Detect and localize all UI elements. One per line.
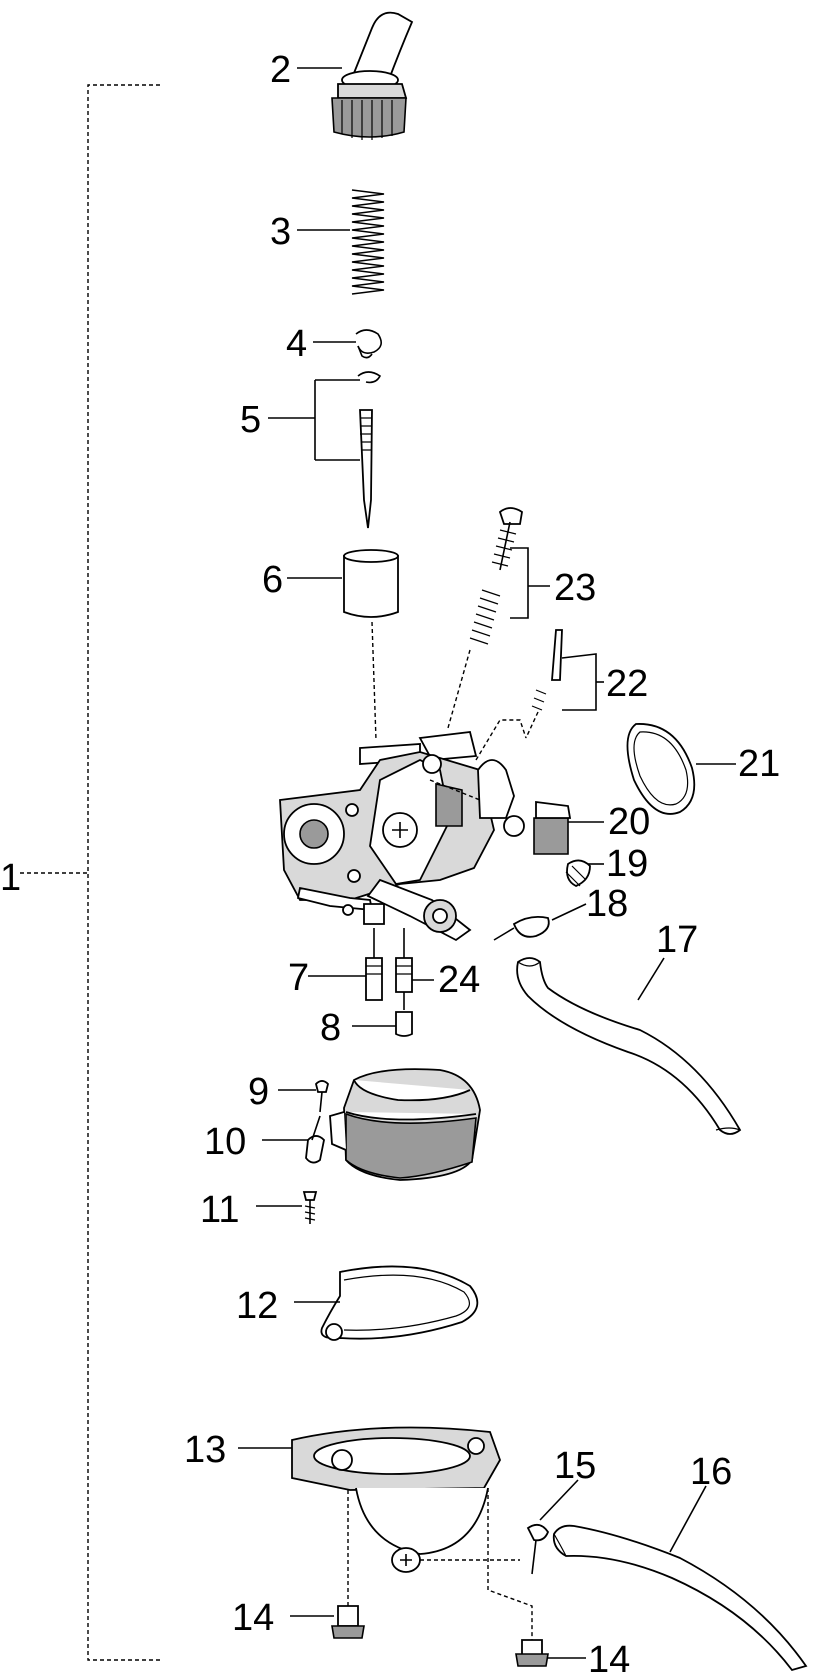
callout-2: 2 xyxy=(270,49,291,91)
part-drain-screw-b xyxy=(515,1639,549,1667)
callout-14-b: 14 xyxy=(588,1639,630,1674)
part-jet-holder xyxy=(365,928,383,1001)
callout-7: 7 xyxy=(288,957,309,999)
part-bracket-10 xyxy=(305,1115,325,1164)
callout-18: 18 xyxy=(586,883,628,925)
part-idle-screw xyxy=(565,859,591,887)
part-mixture-screw xyxy=(525,629,597,739)
part-clamp xyxy=(526,1523,550,1575)
callout-8: 8 xyxy=(320,1007,341,1049)
callout-15: 15 xyxy=(554,1445,596,1487)
callout-11: 11 xyxy=(200,1189,239,1231)
callout-24: 24 xyxy=(438,959,480,1001)
callout-22: 22 xyxy=(606,663,648,705)
part-jet xyxy=(395,1011,413,1037)
callout-5: 5 xyxy=(240,399,261,441)
callout-23: 23 xyxy=(554,567,596,609)
callout-17: 17 xyxy=(656,919,698,961)
part-float-bowl xyxy=(291,1426,533,1640)
part-air-box xyxy=(329,1068,481,1181)
part-clip xyxy=(355,329,382,359)
callout-1: 1 xyxy=(0,857,21,899)
part-cap xyxy=(331,11,414,140)
part-screw-11 xyxy=(302,1191,318,1224)
part-gasket xyxy=(320,1265,479,1341)
part-small-clip xyxy=(493,915,550,941)
callout-20: 20 xyxy=(608,801,650,843)
callout-14-a: 14 xyxy=(232,1597,274,1639)
callout-3: 3 xyxy=(270,211,291,253)
part-drain-screw-a xyxy=(331,1605,365,1639)
part-slide xyxy=(343,549,399,618)
assembly-bracket xyxy=(20,84,160,1661)
part-throttle-screw xyxy=(447,507,523,729)
callout-labels: 1 2 3 4 5 6 7 8 9 10 11 12 13 14 14 15 1… xyxy=(0,49,780,1674)
part-hose xyxy=(516,957,742,1135)
part-spring xyxy=(351,189,385,295)
callout-13: 13 xyxy=(184,1429,226,1471)
callout-9: 9 xyxy=(248,1071,269,1113)
carburetor-body xyxy=(279,719,572,942)
callout-10: 10 xyxy=(204,1121,246,1163)
callout-21: 21 xyxy=(738,743,780,785)
part-o-ring xyxy=(626,723,696,815)
part-drain-hose xyxy=(552,1524,808,1672)
callout-4: 4 xyxy=(286,323,307,365)
part-screw-9 xyxy=(315,1080,329,1113)
callout-12: 12 xyxy=(236,1285,278,1327)
callout-19: 19 xyxy=(606,843,648,885)
part-needle xyxy=(357,371,382,529)
callout-16: 16 xyxy=(690,1451,732,1493)
part-needle-jet xyxy=(395,928,413,1010)
callout-6: 6 xyxy=(262,559,283,601)
